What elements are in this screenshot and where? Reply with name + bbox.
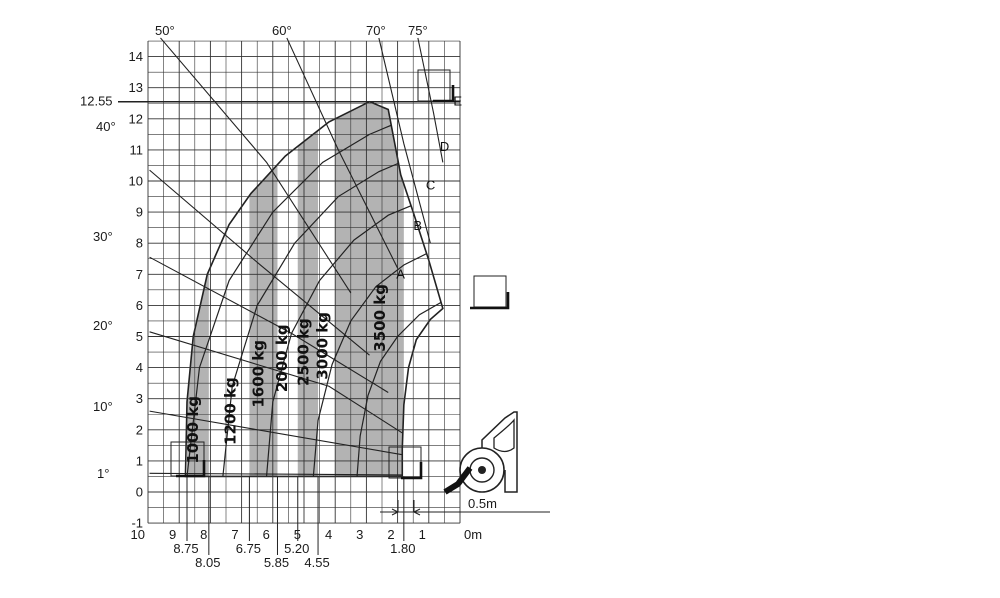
angle-line: [149, 256, 389, 393]
extension-point-label: E: [453, 94, 462, 109]
reach-arc: [186, 121, 400, 477]
distance-label: 1.80: [390, 541, 415, 556]
distance-label: 8.05: [195, 555, 220, 570]
y-tick-label: 2: [136, 422, 143, 437]
distance-label: 4.55: [304, 555, 329, 570]
angle-label: 30°: [93, 229, 113, 244]
y-tick-label: 7: [136, 267, 143, 282]
extension-point-label: A: [396, 266, 405, 281]
y-tick-label: 12: [129, 111, 143, 126]
y-tick-label: 5: [136, 329, 143, 344]
y-tick-label: -1: [131, 516, 143, 531]
x-tick-label: 6: [263, 527, 270, 542]
angle-line: [378, 37, 431, 244]
zone-label: 1000 kg: [184, 396, 202, 464]
angle-line: [149, 169, 370, 356]
distance-label: 8.75: [173, 541, 198, 556]
x-tick-label: 7: [231, 527, 238, 542]
y-tick-label: 11: [130, 142, 144, 157]
grid: [118, 40, 461, 524]
fork: [401, 462, 423, 480]
distance-label: 5.85: [264, 555, 289, 570]
reach-arc: [312, 248, 436, 477]
reach-arc: [265, 199, 426, 477]
extension-point-label: C: [426, 178, 435, 193]
offset-arrow: [384, 508, 399, 516]
fork-carriage: [417, 69, 451, 102]
fender: [493, 418, 515, 453]
angle-line: [149, 331, 403, 434]
envelope-outline: [184, 100, 444, 478]
x-tick-label: 2: [387, 527, 394, 542]
angle-label: 20°: [93, 318, 113, 333]
chassis: [481, 411, 518, 493]
zone-label: 3500 kg: [371, 284, 389, 352]
boom-base: [443, 466, 473, 495]
zone-label: 1200 kg: [221, 377, 239, 445]
angle-label: 40°: [96, 119, 116, 134]
x-tick-label: 4: [325, 527, 332, 542]
y-tick-label: 1: [136, 453, 143, 468]
x-tick-label: 3: [356, 527, 363, 542]
angle-label: 70°: [366, 23, 386, 38]
angle-line: [417, 37, 444, 163]
offset-arrow: [413, 508, 430, 516]
y-tick-label: 4: [136, 360, 143, 375]
reach-arc: [222, 157, 412, 477]
angle-line: [286, 37, 399, 269]
y-tick-label: 0: [136, 485, 143, 500]
y-tick-label: 8: [136, 236, 143, 251]
angle-lines: [149, 37, 444, 476]
angle-label: 60°: [272, 23, 292, 38]
angle-line: [160, 37, 352, 294]
angle-line: [149, 472, 403, 476]
fork: [433, 85, 455, 103]
y-tick-label: 13: [129, 80, 143, 95]
fork: [470, 292, 510, 310]
fork-carriage: [473, 275, 507, 308]
y-tick-label: 14: [129, 49, 143, 64]
axes: -101234567891011121314109876543210m8.758…: [129, 49, 483, 570]
x-tick-label: 1: [419, 527, 426, 542]
zone-label: 1600 kg: [249, 340, 267, 408]
zone-label: 2000 kg: [273, 324, 291, 392]
distance-label: 5.20: [284, 541, 309, 556]
x-unit-label: 0m: [464, 527, 482, 542]
zone-band: [297, 101, 319, 477]
y-tick-label: 6: [136, 298, 143, 313]
labels: 12.551°10°20°30°40°50°60°70°75°ABCDE1000…: [80, 23, 497, 511]
machine-outline: [170, 69, 550, 516]
distance-label: 6.75: [236, 541, 261, 556]
zone-label: 3000 kg: [313, 312, 331, 380]
angle-label: 10°: [93, 399, 113, 414]
extension-point-label: B: [413, 218, 422, 233]
wheel-axle: [478, 466, 486, 474]
y-tick-label: 10: [129, 174, 143, 189]
y-tick-label: 9: [136, 205, 143, 220]
angle-label: 1°: [97, 466, 109, 481]
fork: [176, 460, 206, 478]
angle-label: 50°: [155, 23, 175, 38]
x-tick-label: 8: [200, 527, 207, 542]
angle-line: [149, 410, 403, 456]
offset-label: 0.5m: [468, 496, 497, 511]
zone-label: 2500 kg: [295, 318, 313, 386]
x-tick-label: 9: [169, 527, 176, 542]
max-height-label: 12.55: [80, 94, 113, 109]
extension-arcs: [186, 121, 442, 477]
arcs: [186, 121, 442, 477]
y-tick-label: 3: [136, 391, 143, 406]
x-tick-label: 10: [131, 527, 145, 542]
extension-point-label: D: [440, 139, 449, 154]
angle-lines: [149, 37, 444, 476]
reach-arc: [356, 301, 442, 477]
zone-bands: [187, 101, 404, 477]
angle-label: 75°: [408, 23, 428, 38]
